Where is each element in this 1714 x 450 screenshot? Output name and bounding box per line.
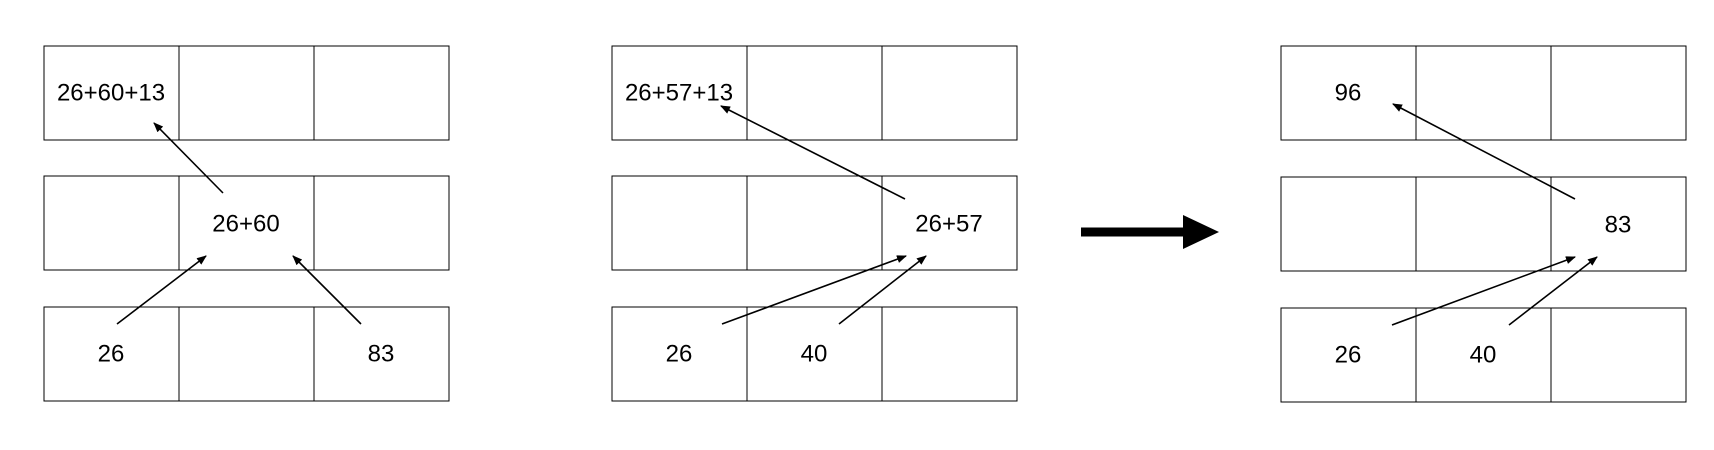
cell <box>881 306 1018 402</box>
cell <box>1280 45 1417 141</box>
arrow <box>1391 256 1576 326</box>
arrow <box>838 255 927 325</box>
arrow <box>1392 103 1576 200</box>
cell <box>1415 45 1552 141</box>
arrow <box>721 255 907 325</box>
cell <box>43 306 180 402</box>
cell <box>746 306 883 402</box>
grid-row-top: 26+57+13 <box>611 45 1018 141</box>
cell <box>1550 307 1687 403</box>
cell-value: 83 <box>1605 212 1632 239</box>
cell <box>178 175 315 271</box>
cell <box>746 175 883 271</box>
cell <box>1550 176 1687 272</box>
grid-row-middle: 26+57 <box>611 175 1018 271</box>
transition-arrow-head <box>1183 215 1219 249</box>
transition-arrow <box>1081 215 1219 249</box>
cell <box>313 175 450 271</box>
cell <box>1280 176 1417 272</box>
panel-1: 26+60+13 26+60 26 83 <box>43 45 450 402</box>
cell-value: 26 <box>666 341 693 368</box>
cell-value: 26+57 <box>915 211 982 238</box>
cell <box>1415 176 1552 272</box>
arrow <box>116 255 207 325</box>
cell-value: 83 <box>368 341 395 368</box>
cell <box>881 45 1018 141</box>
cell-value: 96 <box>1335 80 1362 107</box>
grid-row-middle: 26+60 <box>43 175 450 271</box>
arrow <box>153 122 224 194</box>
cell-value: 26+57+13 <box>625 80 733 107</box>
grid-row-bottom: 26 83 <box>43 306 450 402</box>
arrow <box>1508 256 1598 326</box>
arrow <box>292 255 362 325</box>
cell <box>178 306 315 402</box>
cell <box>178 45 315 141</box>
cell-value: 26+60+13 <box>57 80 165 107</box>
grid-row-bottom: 26 40 <box>1280 307 1687 403</box>
cell <box>611 45 748 141</box>
cell <box>43 175 180 271</box>
cell <box>1415 307 1552 403</box>
cell-value: 40 <box>1470 342 1497 369</box>
cell-value: 26 <box>1335 342 1362 369</box>
cell <box>881 175 1018 271</box>
cell <box>746 45 883 141</box>
grid-row-top: 26+60+13 <box>43 45 450 141</box>
arrow <box>720 105 906 200</box>
cell-value: 26 <box>98 341 125 368</box>
cell <box>313 45 450 141</box>
cell-value: 40 <box>801 341 828 368</box>
cell <box>1550 45 1687 141</box>
cell <box>611 175 748 271</box>
grid-row-top: 96 <box>1280 45 1687 141</box>
panel-2: 26+57+13 26+57 26 40 <box>611 45 1018 402</box>
panel-3: 96 83 26 40 <box>1280 45 1687 403</box>
grid-row-bottom: 26 40 <box>611 306 1018 402</box>
cell <box>313 306 450 402</box>
grid-row-middle: 83 <box>1280 176 1687 272</box>
cell-value: 26+60 <box>212 211 279 238</box>
